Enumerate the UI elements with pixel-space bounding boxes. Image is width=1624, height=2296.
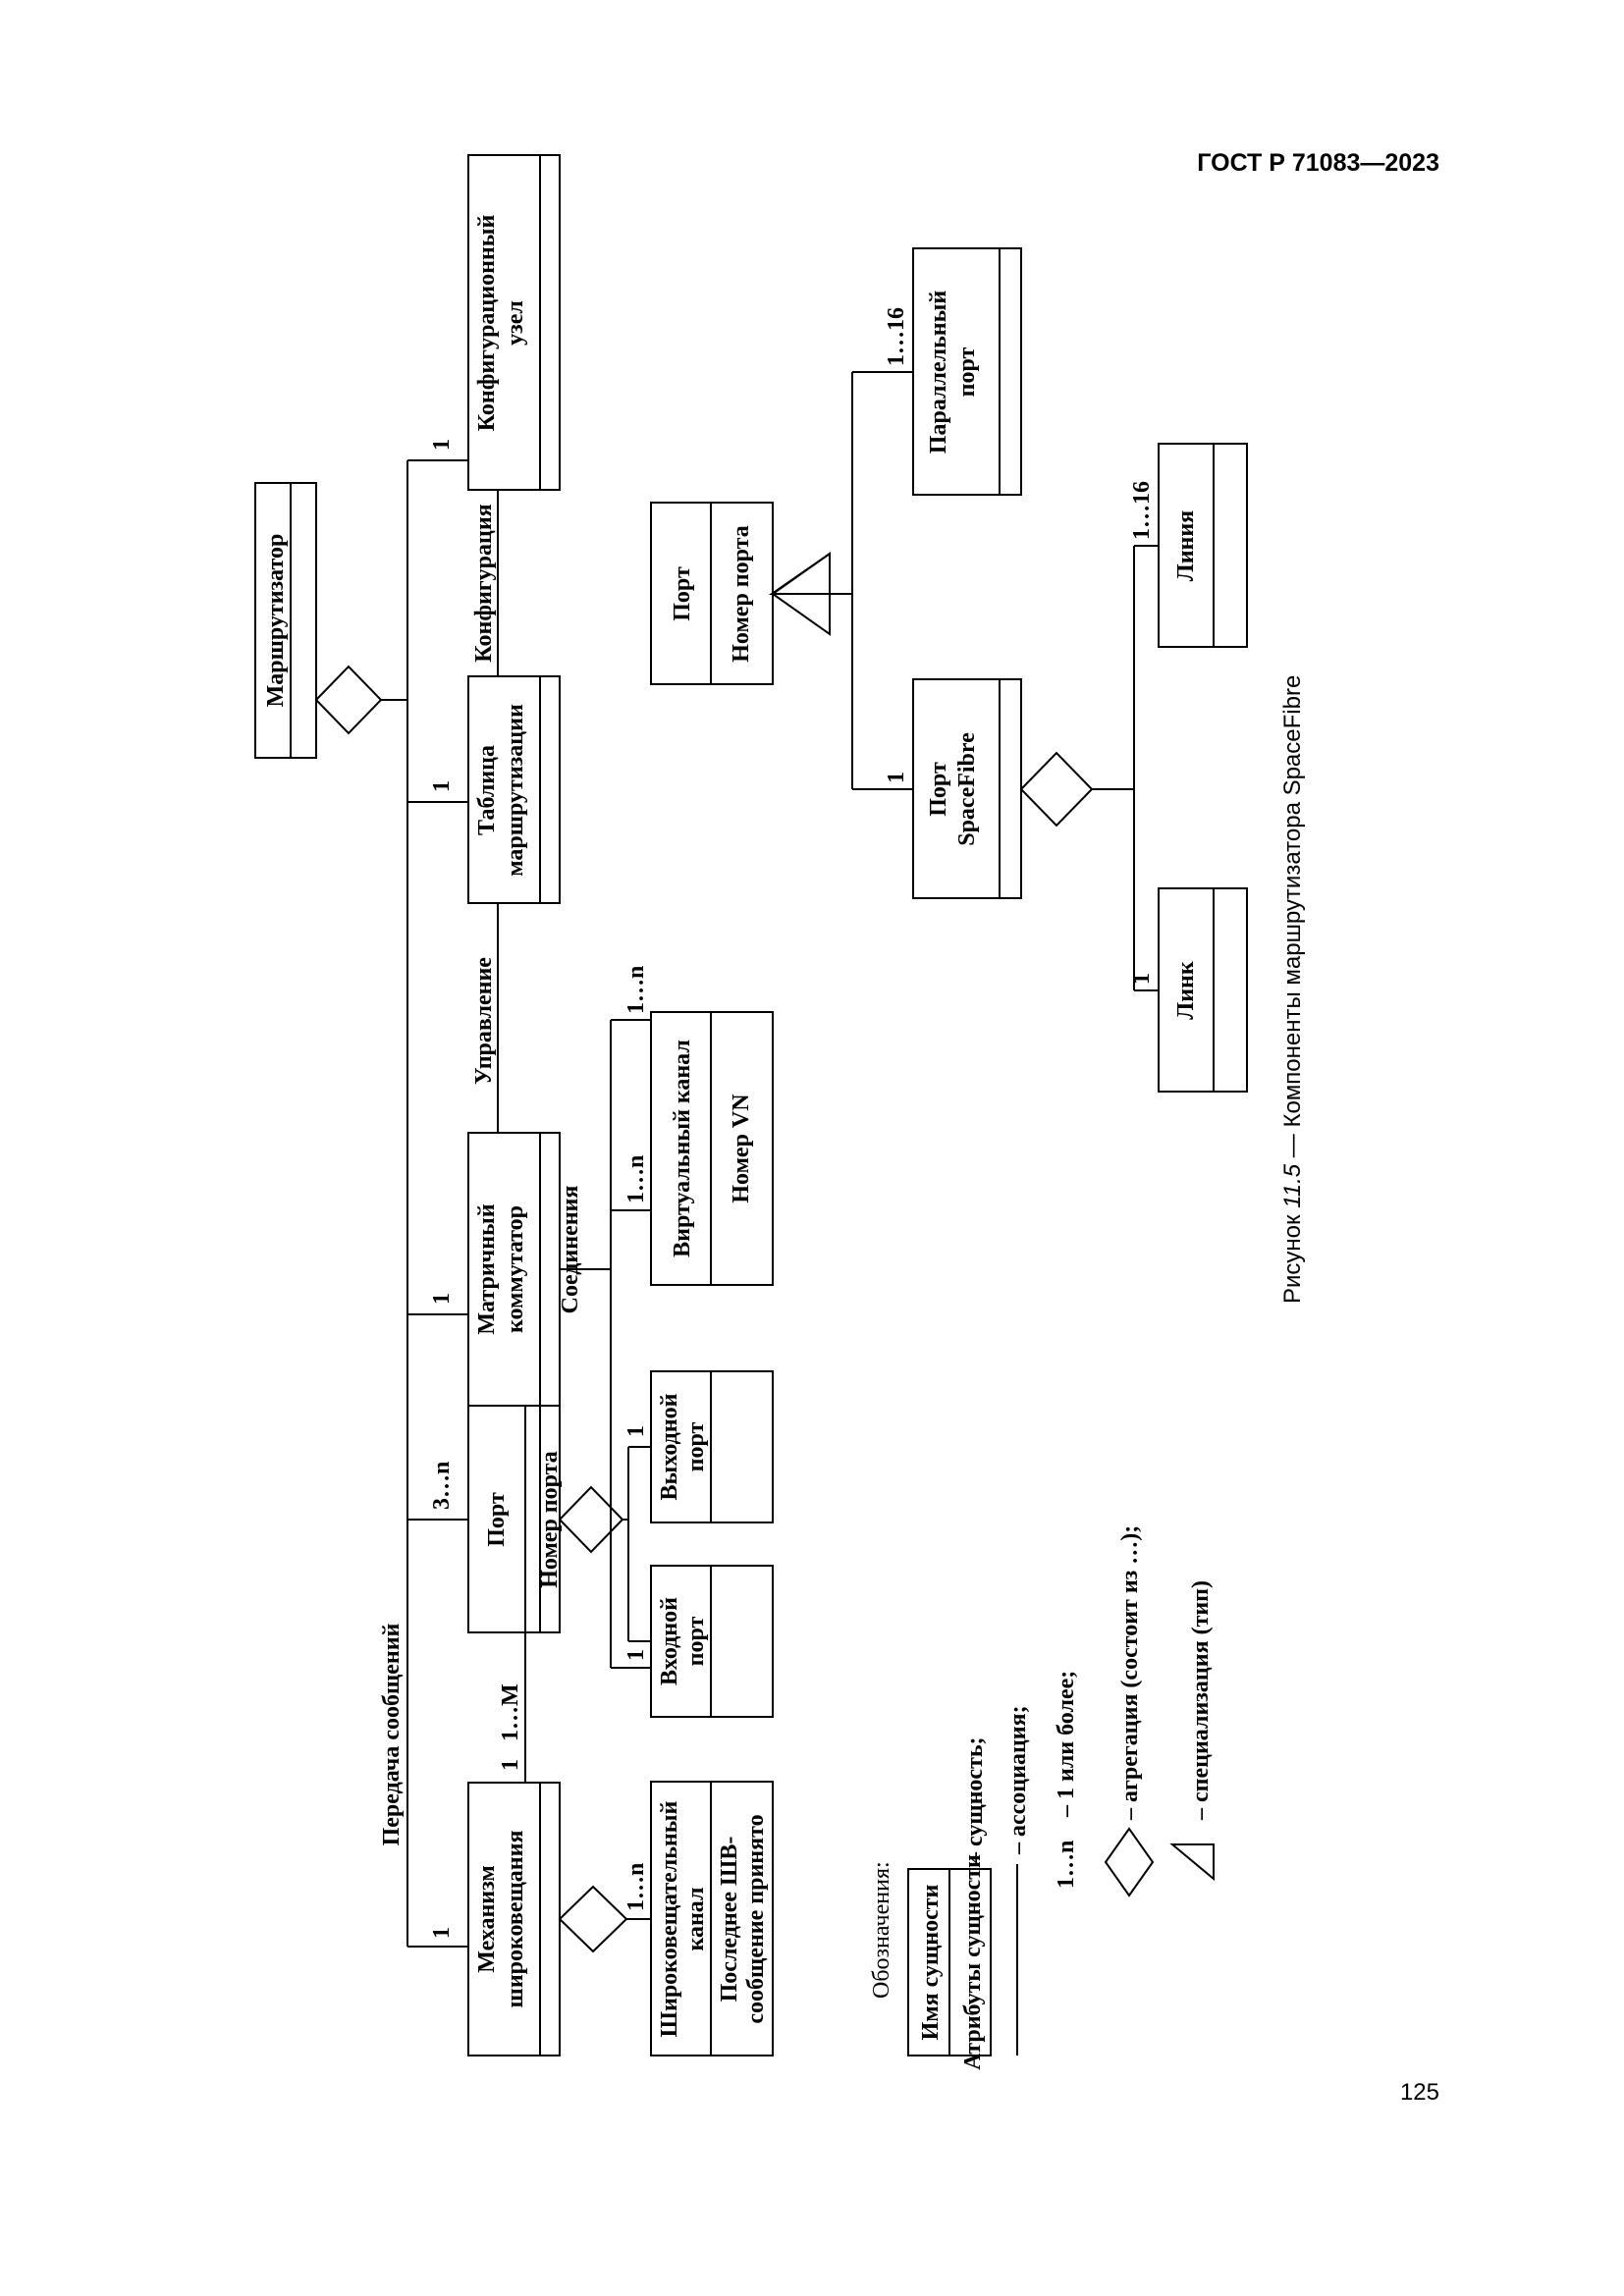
virtual-channel-name: Виртуальный канал	[670, 1040, 695, 1257]
mult-broadcast-top: 1	[429, 1927, 455, 1939]
port-general-attr: Номер порта	[729, 525, 754, 663]
legend-multiplicity-desc: – 1 или более;	[1054, 1671, 1079, 1818]
sf-port-name-1: Порт	[926, 762, 951, 817]
legend-entity-desc: – сущность;	[962, 1736, 988, 1865]
broadcast-aggregation-diamond	[558, 1885, 628, 1953]
legend: Обозначения: Имя сущности Атрибуты сущно…	[869, 1525, 1215, 2070]
mult-input: 1	[623, 1649, 649, 1661]
line-name: Линия	[1173, 510, 1199, 581]
class-broadcast-mechanism: Механизм широковещания	[467, 1782, 561, 2056]
legend-title: Обозначения:	[869, 1861, 894, 1999]
label-control: Управление	[471, 957, 497, 1085]
legend-specialization-desc: – специализация (тип)	[1188, 1580, 1214, 1821]
document-header: ГОСТ Р 71083—2023	[1197, 149, 1439, 177]
legend-entity-attrs: Атрибуты сущности	[960, 1854, 986, 2070]
mult-table-top: 1	[429, 780, 455, 792]
broadcast-name-2: широковещания	[503, 1831, 528, 2008]
port-main-name: Порт	[484, 1492, 510, 1547]
router-name: Маршрутизатор	[263, 534, 289, 708]
page-number: 125	[1399, 2079, 1439, 2106]
mult-config-top: 1	[429, 439, 455, 451]
sf-port-aggregation	[1019, 545, 1159, 991]
port-aggregation	[558, 1446, 651, 1642]
port-aggregation-diamond	[558, 1485, 624, 1554]
mult-matrix-top: 1	[429, 1293, 455, 1305]
port-specialization	[768, 371, 913, 790]
legend-multiplicity-symbol: 1…n	[1054, 1841, 1079, 1889]
legend-aggregation-desc: – агрегация (состоит из …);	[1117, 1525, 1143, 1821]
matrix-name-1: Матричный	[474, 1203, 500, 1334]
routing-table-name-2: маршрутизации	[503, 704, 528, 877]
parallel-port-name-2: порт	[954, 347, 980, 397]
class-broadcast-channel: Широковещательный канал Последнее ШВ- со…	[650, 1781, 774, 2056]
sf-port-aggregation-diamond	[1019, 751, 1094, 828]
mult-bc-one: 1	[498, 1759, 523, 1771]
input-port-name-1: Входной	[657, 1597, 682, 1685]
bc-channel-attr-2: сообщение принято	[743, 1814, 769, 2023]
class-matrix-switch: Матричный коммутатор	[467, 1132, 561, 1407]
class-spacefibre-port: Порт SpaceFibre	[912, 678, 1022, 899]
mult-output: 1	[623, 1425, 649, 1437]
legend-specialization-triangle	[1169, 1843, 1215, 1882]
figure-caption: Рисунок 11.5 — Компоненты маршрутизатора…	[1279, 675, 1306, 1304]
output-port-name-2: порт	[683, 1421, 709, 1471]
bc-channel-name-1: Широковещательный	[657, 1800, 682, 2037]
broadcast-name-1: Механизм	[474, 1865, 500, 1973]
routing-table-name-1: Таблица	[474, 745, 500, 835]
multiplicity-labels: 1 3…n 1 1 1 1 1…M 1…n 1 1 1…n 1…n 1 1…16…	[429, 307, 1155, 1939]
mult-bc-channel: 1…n	[623, 1863, 649, 1911]
connections-association	[560, 1019, 651, 1669]
label-message-transfer: Передача сообщений	[379, 1623, 405, 1845]
mult-port-top: 3…n	[429, 1462, 455, 1510]
bc-channel-attr-1: Последнее ШВ-	[717, 1837, 742, 2002]
label-configuration: Конфигурация	[471, 504, 497, 662]
mult-parallel: 1…16	[884, 307, 909, 366]
link-name: Линк	[1173, 961, 1199, 1020]
mult-line: 1…16	[1129, 481, 1155, 540]
mult-bc-many: 1…M	[498, 1683, 523, 1741]
config-node-name-2: узел	[503, 300, 528, 346]
mult-vc-in: 1…n	[623, 1155, 649, 1203]
class-input-port: Входной порт	[650, 1565, 774, 1718]
output-port-name-1: Выходной	[657, 1393, 682, 1500]
virtual-channel-attr: Номер VN	[729, 1094, 754, 1203]
legend-entity-name: Имя сущности	[918, 1884, 944, 2040]
label-connections: Соединения	[558, 1186, 583, 1314]
legend-aggregation-diamond	[1104, 1827, 1155, 1897]
legend-association-desc: – ассоциация;	[1005, 1705, 1031, 1855]
class-router: Маршрутизатор	[254, 482, 317, 759]
sf-port-name-2: SpaceFibre	[954, 732, 980, 846]
matrix-name-2: коммутатор	[503, 1205, 528, 1333]
class-port-main: Порт Номер порта	[467, 1405, 563, 1633]
class-link: Линк	[1158, 887, 1248, 1093]
port-general-name: Порт	[670, 566, 695, 621]
class-virtual-channel: Виртуальный канал Номер VN	[650, 1011, 774, 1286]
mult-link: 1	[1129, 973, 1155, 985]
class-config-node: Конфигурационный узел	[467, 154, 561, 491]
class-line: Линия	[1158, 443, 1248, 648]
bc-channel-name-2: канал	[683, 1888, 709, 1951]
config-node-name-1: Конфигурационный	[474, 215, 500, 432]
router-aggregation	[314, 459, 468, 1948]
mult-vc-out: 1…n	[623, 966, 649, 1014]
class-parallel-port: Параллельный порт	[912, 247, 1022, 496]
class-output-port: Выходной порт	[650, 1370, 774, 1523]
parallel-port-name-1: Параллельный	[926, 291, 951, 454]
mult-sf-port: 1	[884, 772, 909, 783]
router-aggregation-diamond	[314, 665, 383, 735]
input-port-name-2: порт	[683, 1616, 709, 1666]
class-port-general: Порт Номер порта	[650, 502, 774, 685]
class-routing-table: Таблица маршрутизации	[467, 675, 561, 904]
broadcast-aggregation	[558, 1885, 651, 1953]
